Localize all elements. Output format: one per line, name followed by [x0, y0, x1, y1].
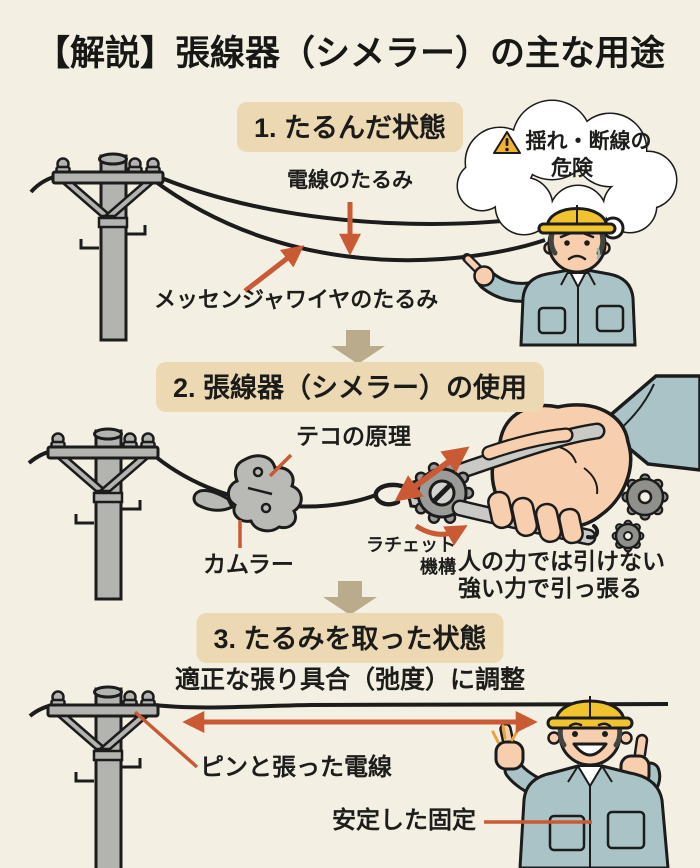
warning-icon	[492, 131, 521, 154]
section2-badge: 2. 張線器（シメラー）の使用	[155, 362, 545, 412]
ratchet-rotation-arrow	[414, 523, 468, 546]
bubble-line2: 危険	[551, 157, 593, 180]
gears-icon	[611, 473, 669, 553]
pull-strength-text: 人の力では引けない 強い力で引っ張る	[458, 548, 665, 602]
cam-grip-label: カムラー	[203, 551, 294, 577]
thought-bubble-text: 揺れ・断線の 危険	[464, 130, 680, 181]
section1-badge: 1. たるんだ状態	[236, 102, 464, 152]
smile	[572, 742, 608, 757]
lever-motion-arrow	[394, 446, 470, 502]
utility-pole-2	[46, 427, 160, 601]
utility-pole-3	[46, 685, 160, 868]
lever-principle-label: テコの原理	[296, 423, 411, 449]
sleeve	[597, 374, 700, 472]
worker-worried	[462, 205, 637, 347]
gripping-fingers	[487, 490, 584, 545]
tension-adjust-label: 適正な張り具合（弛度）に調整	[174, 666, 525, 694]
section3-illustration	[28, 685, 670, 868]
flow-arrow-2	[323, 581, 377, 615]
messenger-arrow	[243, 245, 305, 293]
section3-badge: 3. たるみを取った状態	[196, 613, 504, 663]
worker-happy	[491, 696, 670, 868]
section2-illustration	[27, 374, 700, 601]
utility-pole-1	[51, 152, 165, 342]
messenger-sag-label: メッセンジャワイヤのたるみ	[154, 287, 439, 312]
taut-wire-label: ピンと張った電線	[200, 754, 392, 781]
flow-arrow-1	[331, 330, 385, 364]
page-title: 【解説】張線器（シメラー）の主な用途	[34, 34, 665, 73]
lever-label-line	[268, 453, 293, 478]
thought-bubble	[456, 99, 678, 256]
bubble-line1: 揺れ・断線の	[525, 130, 652, 154]
stable-fix-label: 安定した固定	[332, 807, 476, 834]
taut-wire-label-line	[133, 710, 199, 769]
section1-illustration	[29, 99, 678, 347]
ratchet-mechanism-label: ラチェット 機構	[366, 535, 456, 577]
cam-grip-device	[192, 454, 303, 533]
wire-sag-label: 電線のたるみ	[287, 169, 413, 192]
